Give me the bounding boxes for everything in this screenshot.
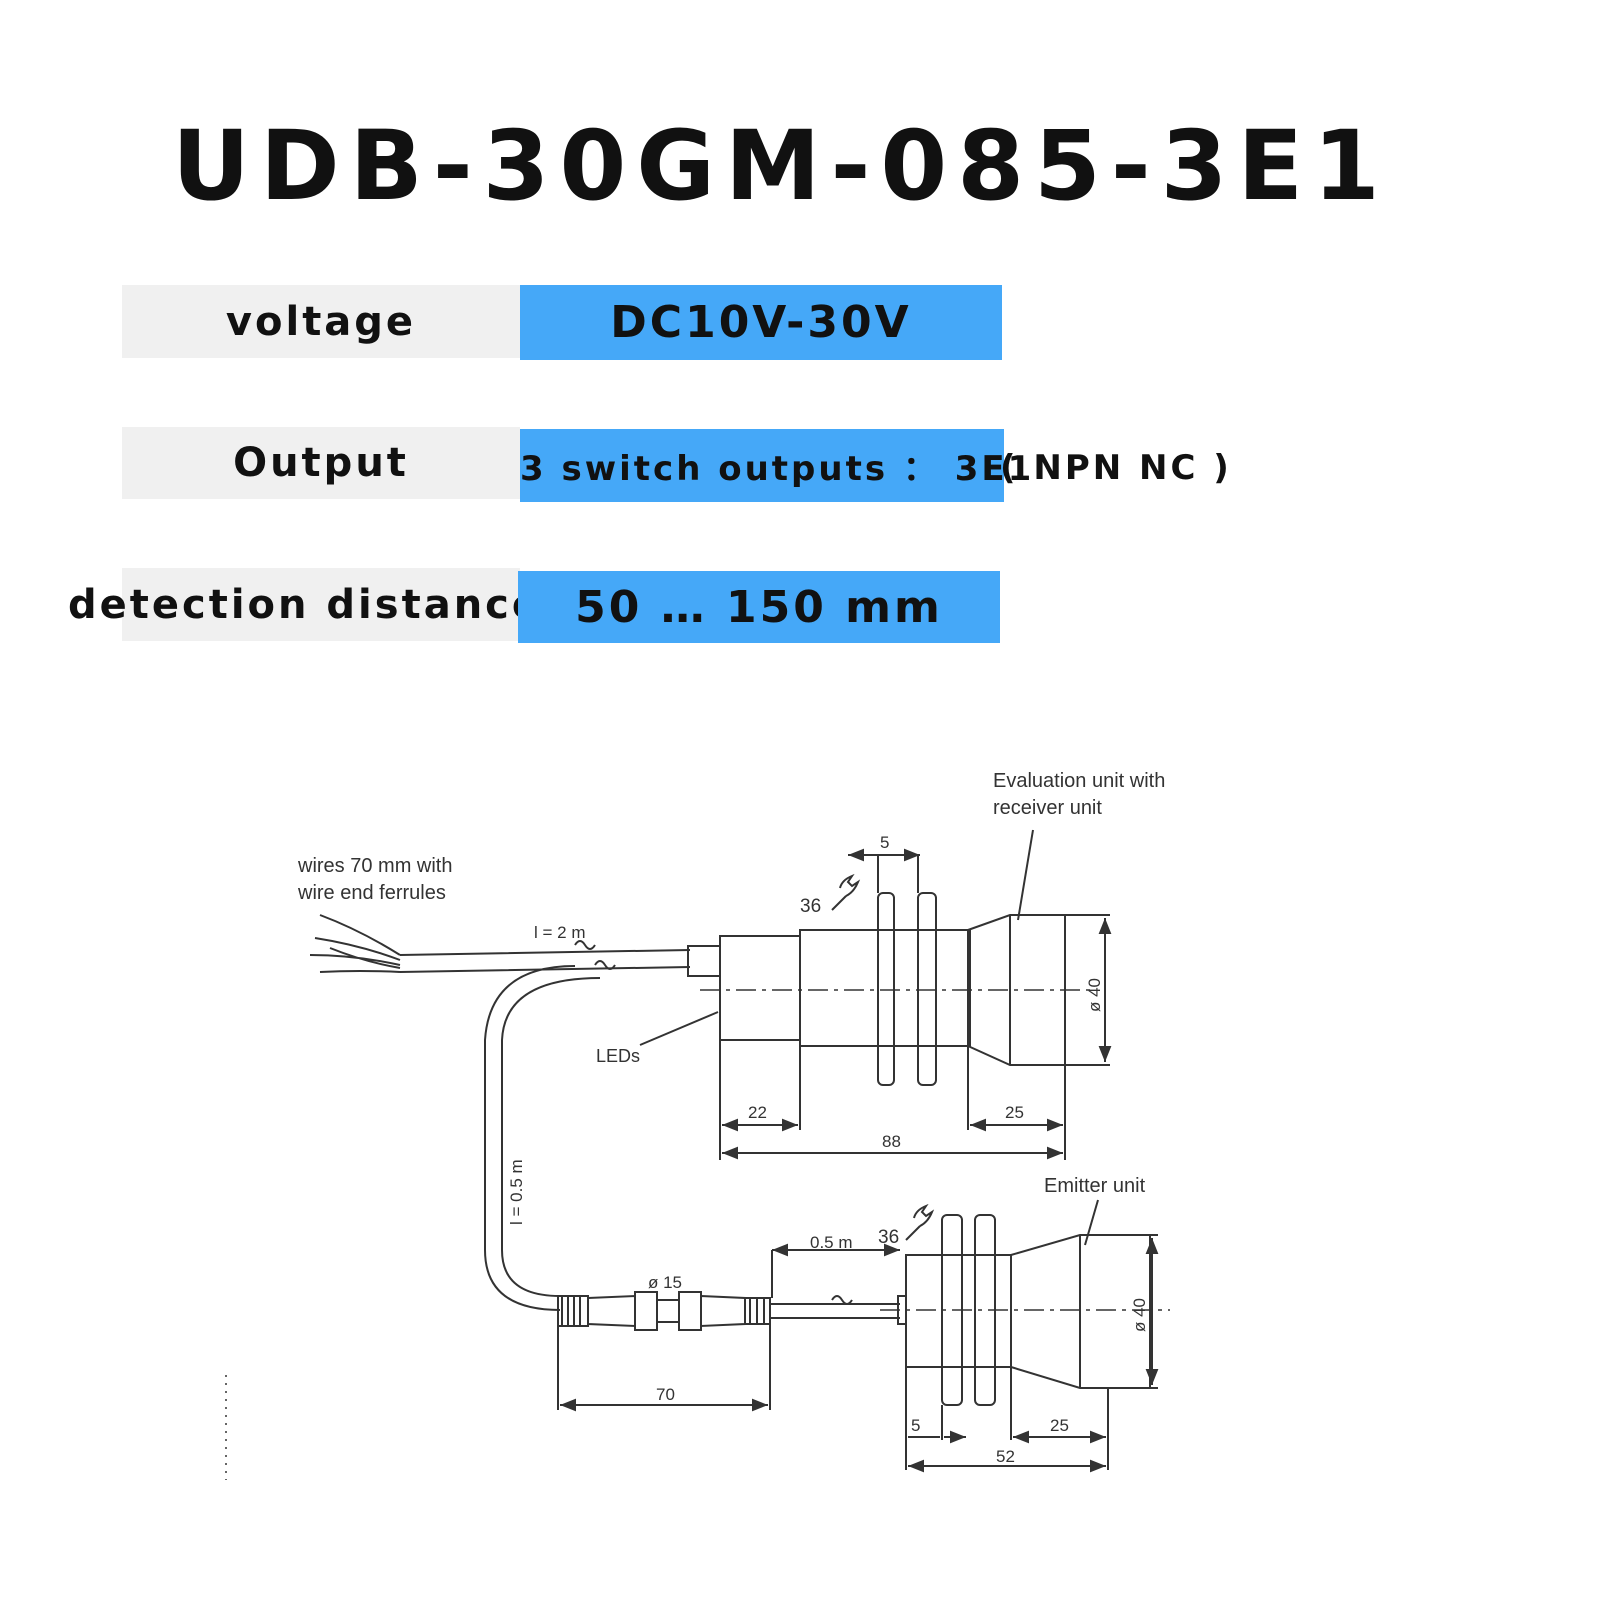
label-cable-length: l = 2 m <box>534 923 586 942</box>
dim-dia-bottom: ø 40 <box>1130 1298 1149 1332</box>
dim-len-25-top: 25 <box>1005 1103 1024 1122</box>
spec-value-detection-distance: 50 … 150 mm <box>518 571 1000 643</box>
dim-len-22: 22 <box>748 1103 767 1122</box>
dim-len-70: 70 <box>656 1385 675 1404</box>
dim-len-88: 88 <box>882 1132 901 1151</box>
label-connector-dia: ø 15 <box>648 1273 682 1292</box>
interconnect-cable <box>484 965 601 1311</box>
label-wires-1: wires 70 mm with <box>297 855 452 877</box>
dim-dia-top: ø 40 <box>1085 978 1104 1012</box>
wire-ends <box>309 914 401 973</box>
spec-label-voltage: voltage <box>122 285 520 358</box>
label-evaluation-unit-2: receiver unit <box>993 797 1102 819</box>
dim-len-25-bottom: 25 <box>1050 1416 1069 1435</box>
label-emitter-cable: 0.5 m <box>810 1233 853 1252</box>
spec-value-output-extra: ( NPN NC ) <box>1000 448 1232 488</box>
label-evaluation-unit-1: Evaluation unit with <box>993 770 1165 792</box>
label-cable-short: l = 0.5 m <box>507 1159 526 1225</box>
dim-nut-width-top: 5 <box>880 833 889 852</box>
dim-len-52: 52 <box>996 1447 1015 1466</box>
label-emitter-unit: Emitter unit <box>1044 1175 1146 1197</box>
spec-value-output: 3 switch outputs ： 3E1 <box>520 429 1031 502</box>
label-leds: LEDs <box>596 1046 640 1066</box>
spec-label-output: Output <box>122 427 520 499</box>
dim-wrench-top: 36 <box>800 896 821 917</box>
dim-len-5-bottom: 5 <box>911 1416 920 1435</box>
label-wires-2: wire end ferrules <box>297 882 446 904</box>
product-title: UDB-30GM-085-3E1 <box>172 110 1390 222</box>
spec-value-voltage: DC10V-30V <box>520 285 1002 360</box>
spec-label-detection-distance: detection distance <box>67 581 543 628</box>
dim-wrench-bottom: 36 <box>878 1227 899 1248</box>
